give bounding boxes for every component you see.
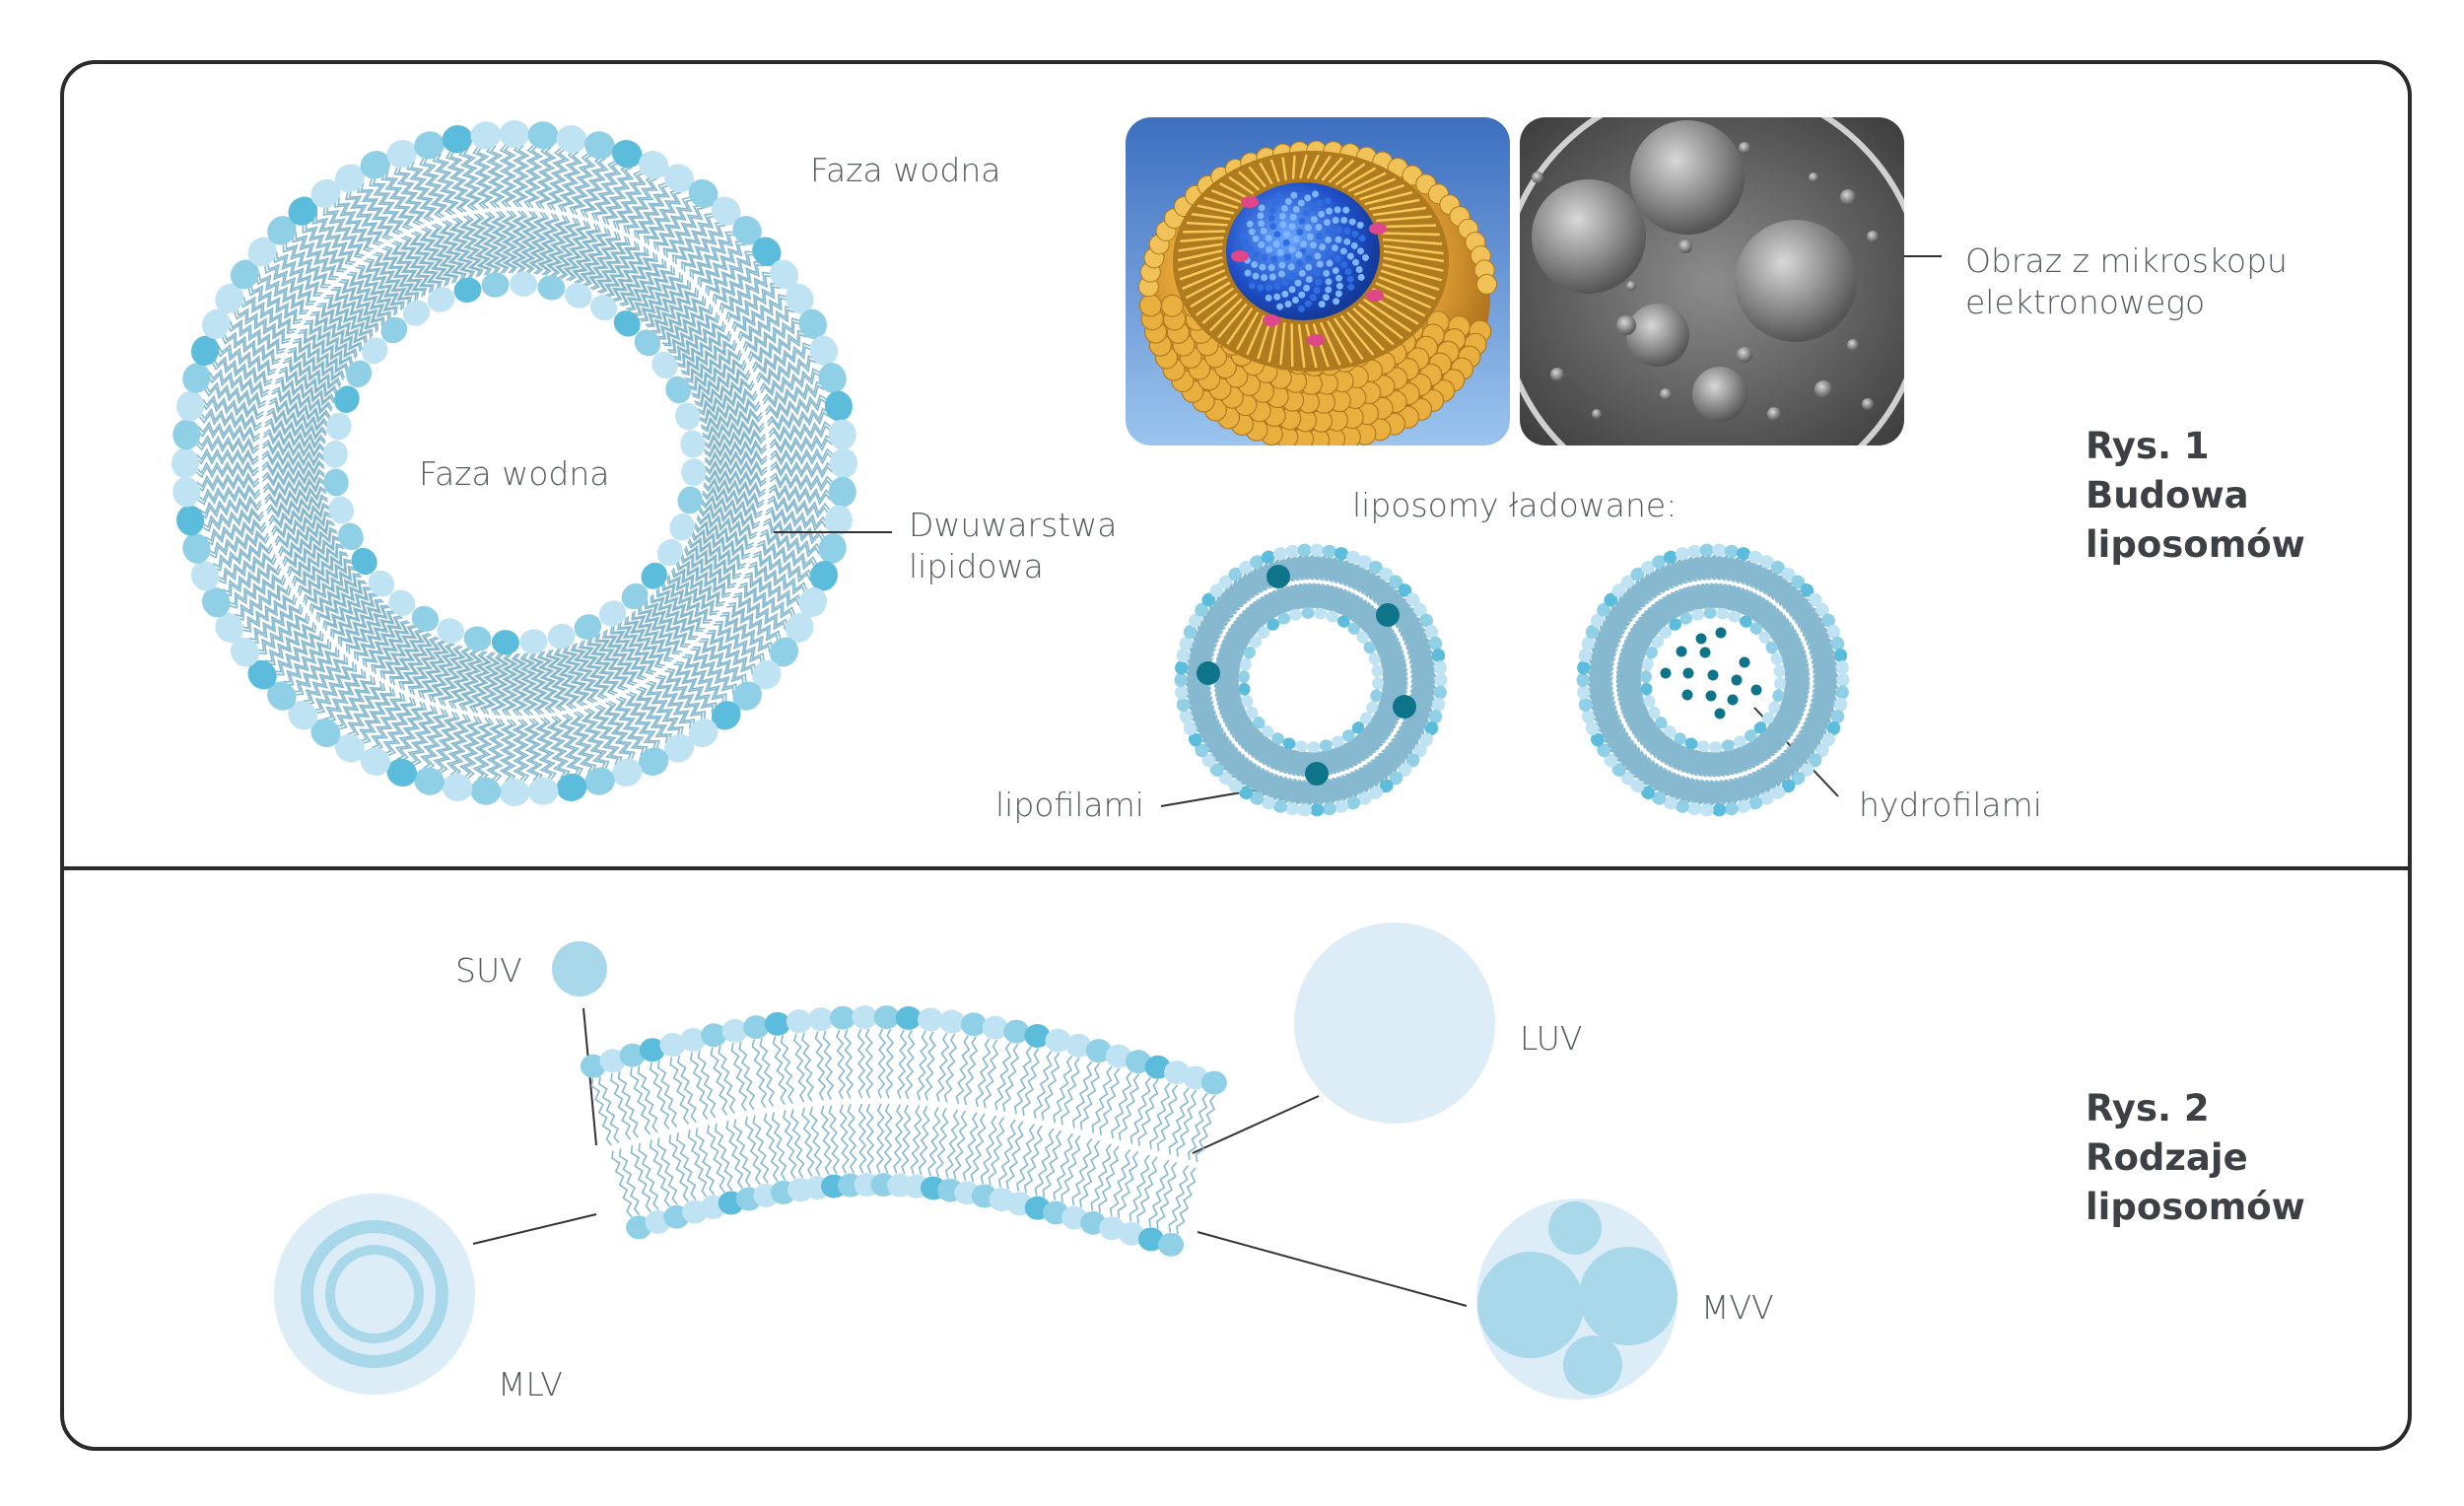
liposome-3d-render [1126,117,1510,445]
mlv-label: MLV [498,1365,563,1403]
outer-frame [60,60,2412,1451]
luv-label: LUV [1520,1019,1583,1058]
liposome-hydrophilic-loaded [1576,543,1850,817]
mvv-vesicle [1476,1198,1677,1400]
mvv-label: MVV [1701,1288,1774,1327]
mlv-leader-line [472,1213,597,1245]
mvv-leader-line [1197,1231,1468,1307]
electron-micrograph [1520,117,1904,445]
luv-vesicle [1294,923,1495,1124]
mlv-vesicle [274,1194,475,1395]
suv-label: SUV [455,951,522,990]
liposome-lipophilic-loaded [1174,543,1448,817]
inner-phase-label: Faza wodna [419,454,610,493]
luv-leader-line [1192,1095,1320,1154]
loaded-liposomes-label: liposomy ładowane: [1352,486,1677,524]
outer-phase-label: Faza wodna [810,151,1001,189]
hydrophilic-label: hydrofilami [1859,786,2042,824]
liposome-bilayer-large [171,120,857,806]
lipophilic-label: lipofilami [995,786,1144,824]
suv-vesicle [552,941,607,996]
bilayer-segment [580,1005,1227,1257]
